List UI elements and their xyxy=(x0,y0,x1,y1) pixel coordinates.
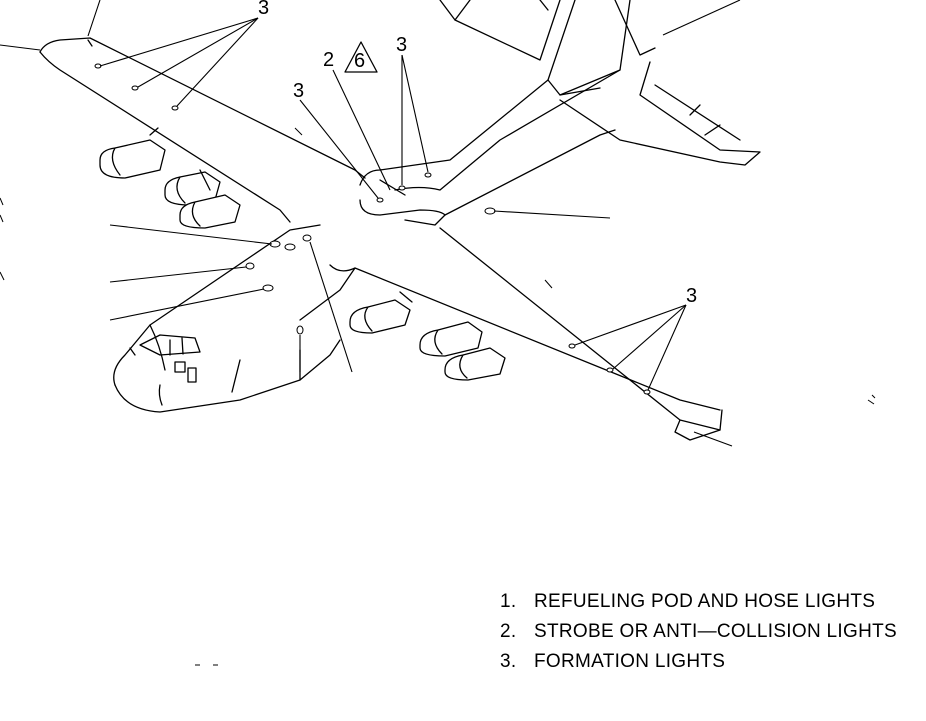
right-engines xyxy=(349,291,506,381)
callout-formation-right-of-strobe: 3 xyxy=(396,34,407,56)
formation-lights-right-wing xyxy=(568,343,651,395)
triangle-note-icon xyxy=(344,41,378,73)
leader-lines xyxy=(0,0,876,666)
formation-lights-center xyxy=(376,172,432,203)
right-wing xyxy=(299,129,723,441)
legend-number-2: 2. xyxy=(500,621,516,642)
left-wing xyxy=(39,37,366,223)
legend-number-1: 1. xyxy=(500,591,516,612)
legend-text-1: REFUELING POD AND HOSE LIGHTS xyxy=(534,591,875,612)
formation-lights-left-wing xyxy=(94,63,179,111)
callout-formation-right-wing: 3 xyxy=(686,285,697,307)
tail-section xyxy=(439,0,761,166)
callout-note-six: 6 xyxy=(354,50,365,72)
legend-text-2: STROBE OR ANTI—COLLISION LIGHTS xyxy=(534,621,897,642)
legend-text-3: FORMATION LIGHTS xyxy=(534,651,725,672)
fuselage xyxy=(113,69,621,413)
legend-number-3: 3. xyxy=(500,651,516,672)
fuselage-lights xyxy=(245,207,496,335)
callout-formation-top-left: 3 xyxy=(258,0,269,19)
left-engines xyxy=(99,127,241,229)
legend: 1. REFUELING POD AND HOSE LIGHTS 2. STRO… xyxy=(500,591,897,672)
callout-strobe-number: 2 xyxy=(323,49,334,71)
callout-formation-left-of-strobe: 3 xyxy=(293,80,304,102)
